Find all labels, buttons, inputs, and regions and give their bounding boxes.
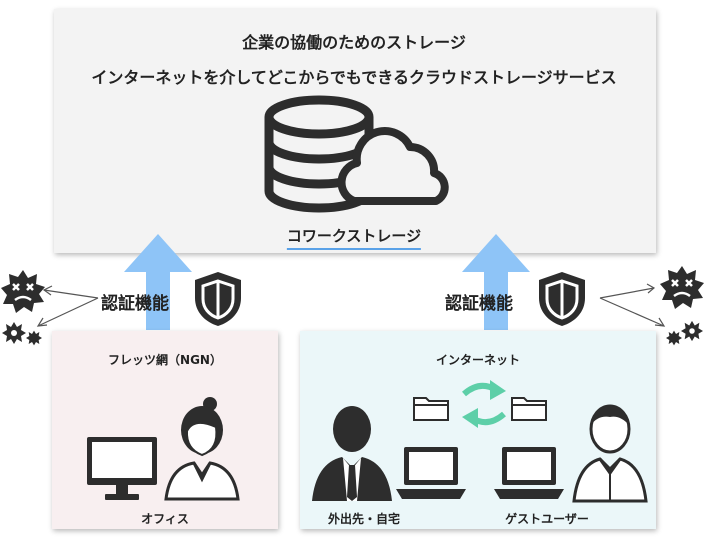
virus-threat-icon: [660, 266, 704, 309]
office-panel: フレッツ網（NGN） オフィス: [52, 331, 278, 529]
folder-icon: [511, 397, 547, 421]
internet-panel: インターネット 外出先・自宅 ゲストユーザー: [300, 331, 656, 529]
sync-arrows-icon: [462, 380, 506, 428]
shield-icon: [539, 272, 585, 326]
desktop-computer-icon: [87, 437, 157, 500]
businessman-icon: [312, 406, 392, 501]
service-name: コワークストレージ: [286, 225, 422, 250]
storage-subtitle: インターネットを介してどこからでもできるクラウドストレージサービス: [91, 68, 617, 87]
storage-panel: 企業の協働のためのストレージ インターネットを介してどこからでもできるクラウドス…: [54, 9, 656, 253]
virus-small-icon: [666, 330, 682, 346]
left-up-arrow: [124, 234, 192, 330]
storage-title: 企業の協働のためのストレージ: [242, 33, 466, 52]
auth-label-right: 認証機能: [445, 294, 513, 314]
remote-location-label: 外出先・自宅: [327, 512, 401, 526]
folder-icon: [413, 397, 449, 421]
office-network-label: フレッツ網（NGN）: [108, 353, 222, 367]
auth-label-left: 認証機能: [101, 294, 169, 314]
virus-small-icon: [2, 322, 26, 344]
guest-user-icon: [572, 404, 648, 503]
right-up-arrow: [462, 234, 530, 330]
laptop-icon: [494, 447, 564, 499]
laptop-icon: [396, 447, 466, 499]
database-cloud-icon: [264, 95, 449, 213]
office-location-label: オフィス: [141, 512, 189, 526]
guest-user-label: ゲストユーザー: [505, 512, 589, 526]
virus-threat-icon: [1, 270, 45, 313]
internet-network-label: インターネット: [435, 353, 521, 367]
office-worker-woman-icon: [164, 397, 240, 501]
virus-small-icon: [681, 320, 703, 342]
virus-small-icon: [26, 330, 42, 346]
shield-icon: [195, 272, 241, 326]
